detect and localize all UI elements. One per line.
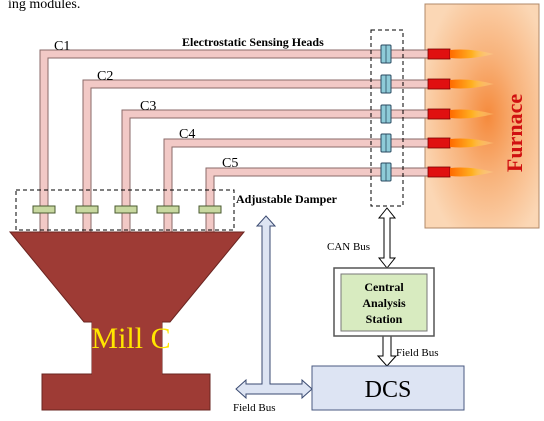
pipe-label-c4: C4 bbox=[179, 127, 195, 142]
sensing-heads-box bbox=[370, 29, 404, 207]
dcs: DCS bbox=[311, 365, 465, 411]
flame-c4 bbox=[450, 138, 494, 148]
burner-c1 bbox=[427, 48, 451, 60]
station-panel bbox=[340, 273, 428, 332]
burner-c4 bbox=[427, 137, 451, 149]
flame-c5 bbox=[450, 167, 494, 177]
caption-text: ing modules. bbox=[8, 0, 80, 12]
mill-base bbox=[41, 373, 211, 411]
pipe-label-c5: C5 bbox=[222, 156, 238, 171]
furnace-label: Furnace bbox=[502, 94, 527, 172]
burners bbox=[427, 48, 494, 178]
pipe-c1 bbox=[40, 50, 428, 240]
flame-c1 bbox=[450, 49, 494, 59]
field-bus-mill-label: Field Bus bbox=[233, 402, 275, 414]
damper-box bbox=[15, 189, 235, 231]
damper-c2 bbox=[75, 205, 99, 214]
pipe-c5-outline bbox=[205, 167, 428, 240]
sensing-heads-label: Electrostatic Sensing Heads bbox=[182, 35, 324, 49]
burner-c2 bbox=[427, 78, 451, 90]
mill-label: Mill C bbox=[91, 322, 170, 355]
can-bus-label: CAN Bus bbox=[327, 241, 370, 253]
pipe-c3 bbox=[122, 110, 428, 240]
station-label-line1: Central bbox=[364, 280, 404, 294]
dcs-box bbox=[311, 365, 465, 411]
pipe-c2-outline bbox=[82, 79, 428, 240]
station-label-line3: Station bbox=[366, 312, 403, 326]
damper-c3 bbox=[114, 205, 138, 214]
damper-label: Adjustable Damper bbox=[236, 192, 338, 206]
sensing-heads bbox=[380, 44, 392, 182]
pipe-label-c2: C2 bbox=[97, 69, 113, 84]
station-label-line2: Analysis bbox=[362, 296, 406, 310]
flame-c3 bbox=[450, 109, 494, 119]
field-bus-mill-arrow bbox=[235, 215, 313, 400]
damper-c1 bbox=[32, 205, 56, 214]
pipe-c2 bbox=[83, 80, 428, 240]
damper-c5 bbox=[198, 205, 222, 214]
dcs-label: DCS bbox=[365, 377, 412, 403]
pipe-label-c3: C3 bbox=[140, 99, 156, 114]
mill-c: Mill C bbox=[8, 231, 246, 411]
damper-c4 bbox=[156, 205, 180, 214]
mill-neck bbox=[92, 300, 162, 376]
burner-c5 bbox=[427, 166, 451, 178]
adjustable-dampers bbox=[32, 205, 222, 214]
field-bus-station-label: Field Bus bbox=[396, 347, 438, 359]
field-bus-station-arrow bbox=[376, 335, 398, 367]
central-analysis-station: Central Analysis Station bbox=[333, 267, 435, 337]
pipe-c5 bbox=[206, 168, 428, 240]
flame-c2 bbox=[450, 79, 494, 89]
can-bus-arrow bbox=[377, 207, 397, 269]
pipe-label-c1: C1 bbox=[54, 39, 70, 54]
burner-c3 bbox=[427, 108, 451, 120]
